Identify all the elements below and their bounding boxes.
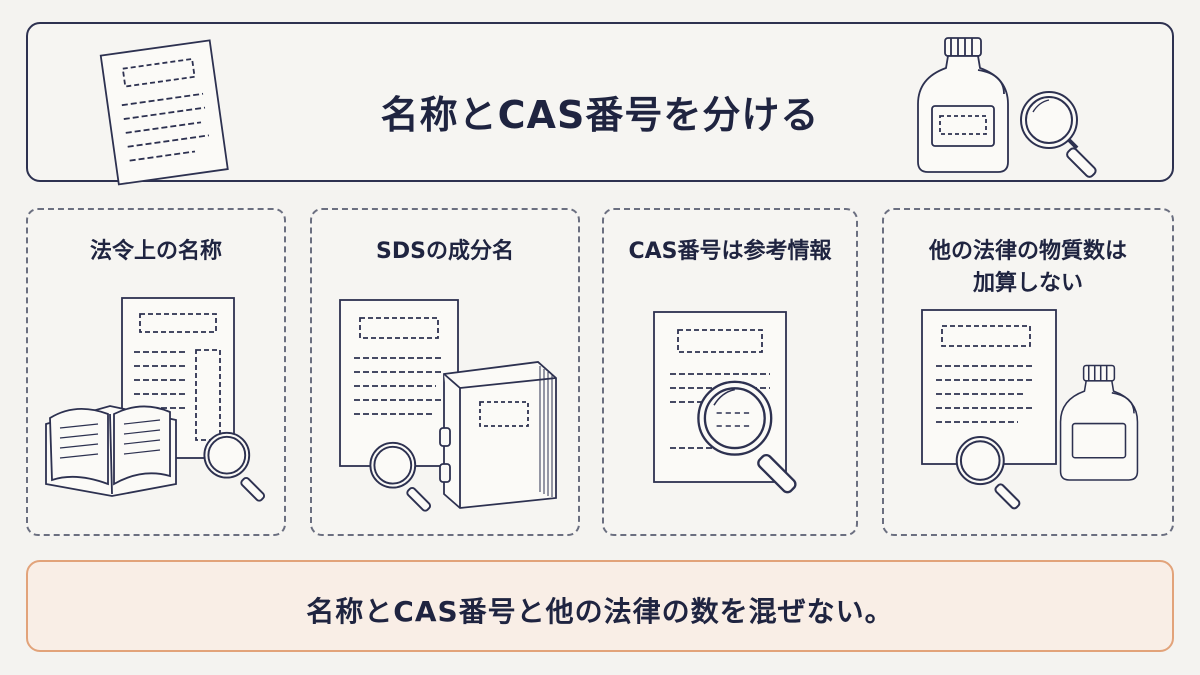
- open-book-icon: [45, 405, 177, 497]
- footer-message: 名称とCAS番号と他の法律の数を混ぜない。: [306, 595, 894, 628]
- magnifier-icon: [203, 431, 266, 502]
- card-title: CAS番号は参考情報: [628, 239, 832, 264]
- card-cas-number: CAS番号は参考情報: [602, 208, 858, 536]
- magnifier-icon: [697, 380, 797, 494]
- binder-icon: [439, 361, 557, 509]
- magnifier-icon: [1020, 91, 1097, 178]
- card-other-laws: 他の法律の物質数は 加算しない: [882, 208, 1174, 536]
- magnifier-icon: [955, 436, 1021, 510]
- card-legal-name: 法令上の名称: [26, 208, 286, 536]
- footer-panel: 名称とCAS番号と他の法律の数を混ぜない。: [26, 560, 1174, 652]
- document-icon: [339, 299, 459, 467]
- header-panel: 名称とCAS番号を分ける: [26, 22, 1174, 186]
- magnifier-icon: [369, 441, 432, 512]
- page-title: 名称とCAS番号を分ける: [380, 93, 820, 137]
- document-icon: [99, 39, 229, 186]
- bottle-icon: [1059, 364, 1139, 481]
- bottle-icon: [917, 37, 1009, 173]
- card-title: 法令上の名称: [89, 239, 222, 264]
- card-title: SDSの成分名: [376, 239, 514, 264]
- card-sds-component: SDSの成分名: [310, 208, 580, 536]
- card-title: 他の法律の物質数は 加算しない: [928, 239, 1127, 296]
